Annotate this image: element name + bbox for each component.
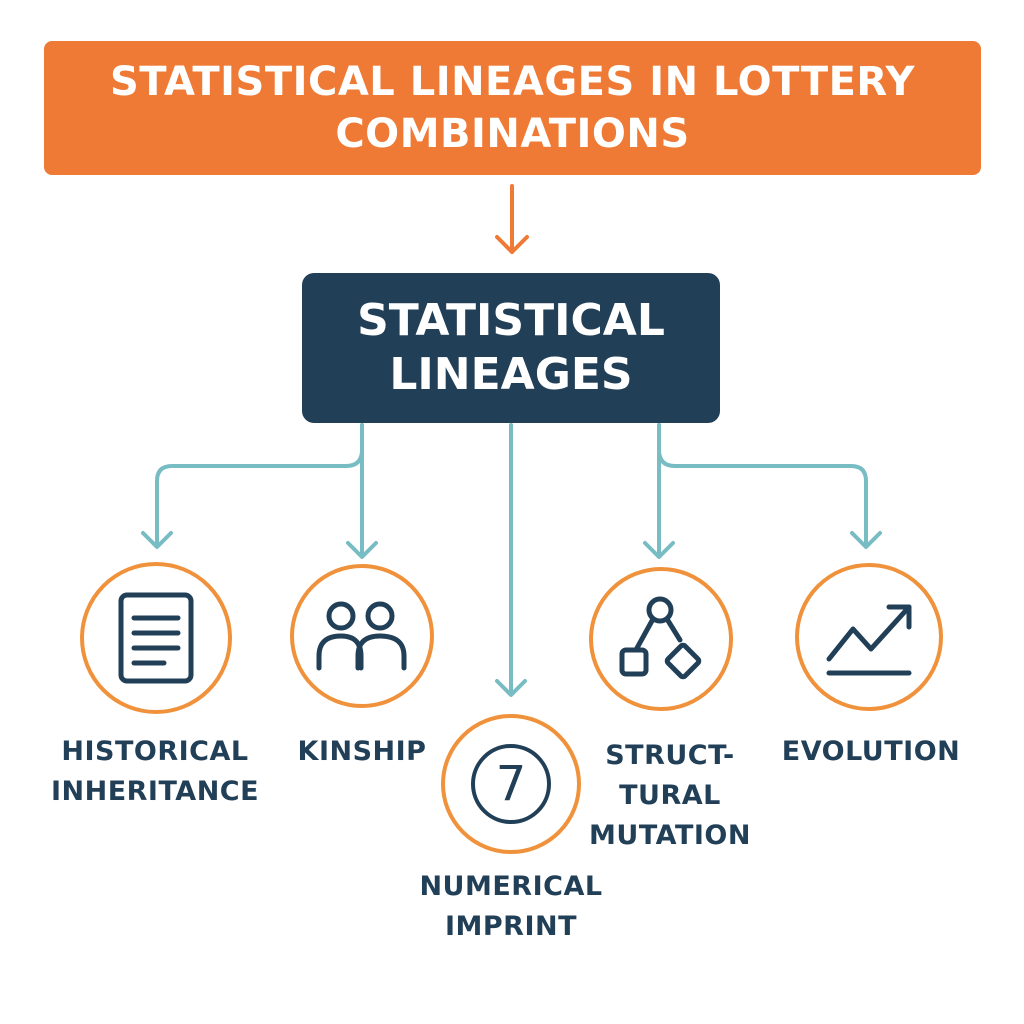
label-line: STRUCT- (605, 740, 735, 771)
arrowhead-evolution (850, 531, 882, 549)
center-node-label: STATISTICAL LINEAGES (357, 295, 665, 400)
document-icon (118, 592, 194, 684)
svg-text:7: 7 (496, 756, 527, 812)
label-evolution: EVOLUTION (768, 732, 974, 772)
node-evolution (795, 563, 943, 711)
node-historical-inheritance (80, 562, 232, 714)
arrowhead-historical-inheritance (141, 531, 173, 549)
branch-historical-inheritance (155, 423, 364, 548)
label-line: KINSHIP (297, 736, 427, 767)
label-line: TURAL (619, 780, 721, 811)
label-line: IMPRINT (444, 911, 578, 942)
label-line: MUTATION (589, 820, 751, 851)
label-kinship: KINSHIP (282, 732, 442, 772)
trend-up-icon (826, 604, 912, 676)
arrowhead-kinship (346, 541, 378, 559)
label-historical-inheritance: HISTORICAL INHERITANCE (30, 732, 280, 812)
node-kinship (290, 564, 434, 708)
arrowhead-structural-mutation (643, 541, 675, 559)
diagram-title: STATISTICAL LINEAGES IN LOTTERY COMBINAT… (110, 59, 915, 157)
branch-evolution (657, 423, 868, 548)
label-line: EVOLUTION (781, 736, 961, 767)
center-node: STATISTICAL LINEAGES (302, 273, 720, 423)
arrowhead-numerical-imprint (495, 679, 527, 697)
node-structural-mutation (589, 567, 733, 711)
title-to-center-arrow (495, 184, 529, 254)
title-banner: STATISTICAL LINEAGES IN LOTTERY COMBINAT… (44, 41, 981, 175)
node-numerical-imprint: 7 (441, 714, 581, 854)
network-shapes-icon (619, 596, 702, 680)
number-seven-icon: 7 (471, 744, 551, 824)
label-line: NUMERICAL (419, 871, 603, 902)
label-structural-mutation: STRUCT- TURAL MUTATION (560, 736, 780, 856)
people-icon (316, 601, 407, 671)
label-numerical-imprint: NUMERICAL IMPRINT (386, 867, 636, 947)
label-line: INHERITANCE (50, 776, 260, 807)
label-line: HISTORICAL (61, 736, 249, 767)
